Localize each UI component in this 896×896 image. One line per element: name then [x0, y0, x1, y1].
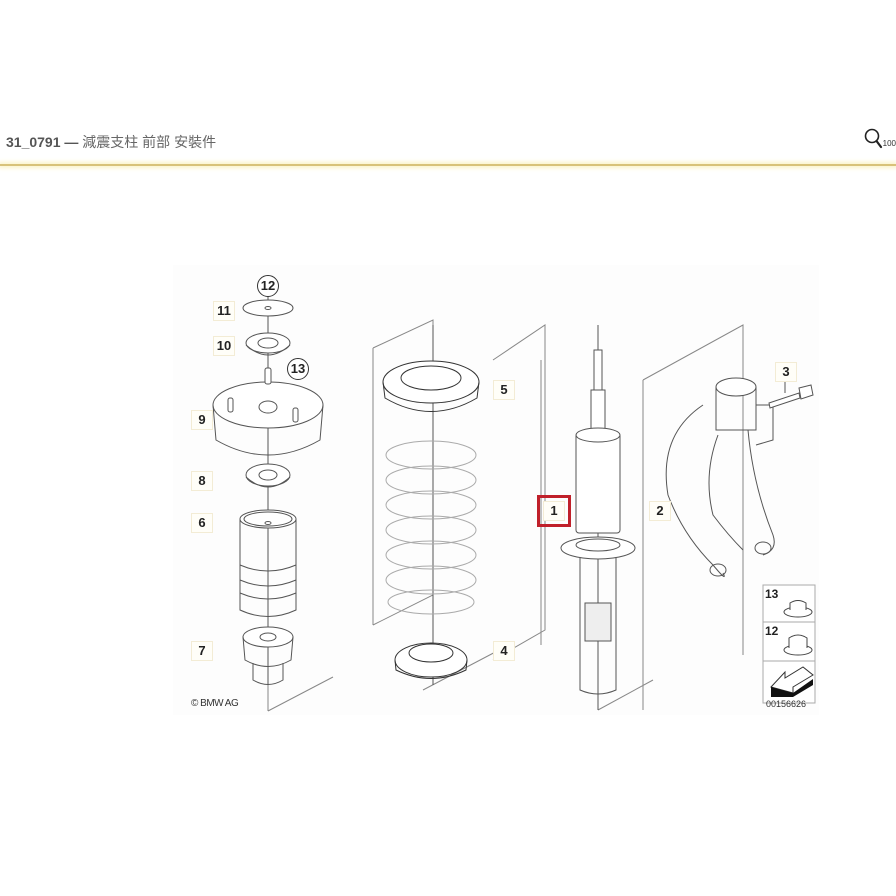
magnifier-icon	[864, 128, 884, 155]
callout-9[interactable]: 9	[191, 410, 213, 430]
zoom-level: 100	[882, 138, 896, 148]
callout-1-highlighted[interactable]: 1	[537, 495, 571, 527]
callout-2[interactable]: 2	[649, 501, 671, 521]
diagram-title: 減震支柱 前部 安裝件	[82, 134, 217, 150]
callout-8[interactable]: 8	[191, 471, 213, 491]
header-divider	[0, 164, 896, 166]
callout-4[interactable]: 4	[493, 641, 515, 661]
copyright: © BMW AG	[191, 698, 239, 709]
diagram-code: 31_0791	[6, 134, 61, 150]
zoom-button[interactable]: 100	[864, 128, 896, 155]
title-separator: —	[64, 134, 79, 150]
callout-13[interactable]: 13	[287, 358, 309, 380]
legend-12: 12	[765, 624, 779, 638]
header: 31_0791 — 減震支柱 前部 安裝件 100	[0, 120, 896, 164]
callout-12[interactable]: 12	[257, 275, 279, 297]
callout-10[interactable]: 10	[213, 336, 235, 356]
callout-3[interactable]: 3	[775, 362, 797, 382]
callout-11[interactable]: 11	[213, 301, 235, 321]
drawing-number: 00156626	[766, 699, 807, 709]
callout-5[interactable]: 5	[493, 380, 515, 400]
callout-6[interactable]: 6	[191, 513, 213, 533]
parts-diagram: 12 11 10 13 9 8 6 7 5 4 1 2 3 13 12 © BM…	[173, 265, 819, 715]
legend-13: 13	[765, 587, 779, 601]
direction-arrow-icon	[770, 666, 814, 697]
callout-7[interactable]: 7	[191, 641, 213, 661]
page-title: 31_0791 — 減震支柱 前部 安裝件	[6, 132, 216, 152]
diagram-drawing	[212, 293, 816, 712]
